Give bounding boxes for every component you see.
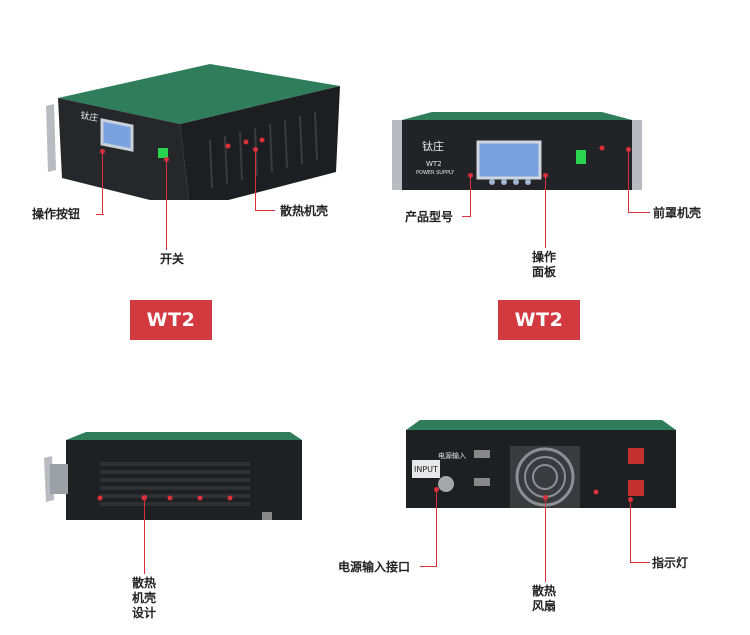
callout-indicator: 指示灯	[652, 556, 689, 570]
callout-line-front-housing	[628, 150, 629, 212]
callout-dot-switch	[164, 157, 169, 162]
callout-fan: 散热风扇	[531, 584, 556, 613]
svg-text:INPUT: INPUT	[414, 465, 438, 474]
callout-line-model-h	[462, 216, 471, 217]
callout-line-power-input	[436, 490, 437, 566]
power-supply-front-image: 钛庄 WT2 POWER SUPPLY	[392, 112, 642, 190]
callout-line-fan	[545, 498, 546, 582]
callout-line-indicator-h	[630, 562, 650, 563]
callout-line-indicator	[630, 500, 631, 562]
power-supply-side-image	[44, 432, 302, 520]
callout-line-power-input-h	[420, 566, 437, 567]
callout-panel: 操作面板	[531, 250, 556, 279]
callout-dot-front-housing	[626, 147, 631, 152]
model-badge-right: WT2	[498, 300, 580, 340]
callout-line-front-housing-h	[628, 212, 650, 213]
callout-line-housing	[255, 150, 256, 210]
callout-switch: 开关	[160, 252, 185, 266]
callout-dot-housing	[253, 147, 258, 152]
callout-dot-fan	[543, 495, 548, 500]
callout-dot-indicator	[628, 497, 633, 502]
callout-power-input: 电源输入接口	[338, 560, 411, 574]
callout-dot-vent	[142, 495, 147, 500]
callout-dot-buttons	[100, 149, 105, 154]
callout-dot-model	[468, 173, 473, 178]
power-supply-front-angled-image: 钛庄	[46, 64, 340, 200]
callout-front-housing: 前罩机壳	[653, 206, 702, 220]
svg-text:电源输入: 电源输入	[438, 451, 466, 460]
callout-dot-panel	[543, 173, 548, 178]
svg-text:钛庄: 钛庄	[422, 139, 444, 153]
callout-line-panel	[545, 176, 546, 248]
callout-line-buttons	[102, 152, 103, 214]
svg-text:钛庄: 钛庄	[79, 109, 99, 124]
callout-buttons: 操作按钮	[32, 207, 81, 221]
callout-line-housing-h	[255, 210, 275, 211]
model-badge-left: WT2	[130, 300, 212, 340]
svg-text:POWER SUPPLY: POWER SUPPLY	[416, 170, 455, 176]
callout-line-switch	[166, 160, 167, 250]
svg-text:WT2: WT2	[426, 160, 442, 168]
callout-line-model	[470, 176, 471, 216]
callout-line-buttons-h	[96, 214, 104, 215]
callout-line-vent	[144, 498, 145, 574]
callout-housing: 散热机壳	[280, 204, 329, 218]
callout-vent-design: 散热机壳设计	[131, 576, 156, 620]
callout-dot-power-input	[434, 487, 439, 492]
power-supply-rear-image: INPUT 电源输入	[406, 420, 676, 508]
callout-model: 产品型号	[405, 210, 454, 224]
